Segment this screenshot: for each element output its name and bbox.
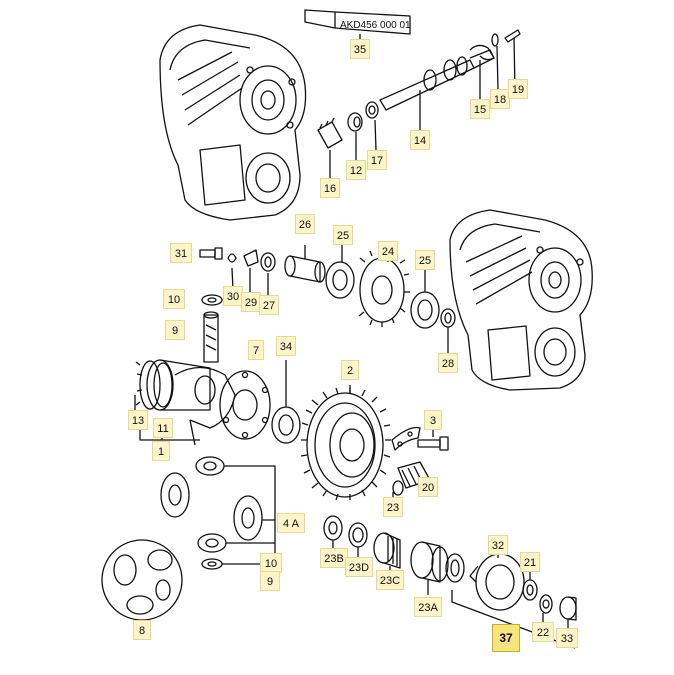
sealant-tube: AKD456 000 01 <box>304 9 411 40</box>
part-label-32[interactable]: 32 <box>488 535 508 555</box>
pin-9a <box>203 311 219 363</box>
bearing-25a <box>325 245 355 299</box>
part-label-35[interactable]: 35 <box>350 39 370 59</box>
transmission-housing-lower <box>449 209 593 391</box>
race-23d <box>348 522 368 558</box>
part-label-9a[interactable]: 9 <box>165 320 185 340</box>
part-label-13[interactable]: 13 <box>128 410 148 430</box>
part-label-22[interactable]: 22 <box>532 622 554 642</box>
flange-32 <box>469 553 525 611</box>
part-label-23b[interactable]: 23B <box>320 548 348 568</box>
part-label-23a[interactable]: 23A <box>414 597 442 617</box>
part-label-29[interactable]: 29 <box>241 292 261 312</box>
part-label-31[interactable]: 31 <box>170 243 192 263</box>
bolt-31 <box>199 247 223 260</box>
bearing-25b <box>410 270 440 329</box>
planet-gears <box>160 456 276 570</box>
washer-10a <box>201 294 223 306</box>
part-label-19[interactable]: 19 <box>508 79 528 99</box>
washer-21 <box>522 570 538 601</box>
part-label-1[interactable]: 1 <box>152 441 170 461</box>
part-label-14[interactable]: 14 <box>410 130 430 150</box>
shaft-26 <box>284 245 326 283</box>
part-label-9b[interactable]: 9 <box>260 571 280 591</box>
part-label-30[interactable]: 30 <box>223 286 243 306</box>
differential-cage <box>101 539 183 625</box>
part-label-8[interactable]: 8 <box>133 620 151 640</box>
differential-housing <box>146 359 271 446</box>
part-label-25b[interactable]: 25 <box>415 250 435 270</box>
clip-15 <box>469 44 495 100</box>
part-label-12[interactable]: 12 <box>346 160 366 180</box>
spring-pin-18 <box>491 33 499 91</box>
shim-28 <box>440 308 456 355</box>
part-label-27[interactable]: 27 <box>259 295 279 315</box>
part-label-23d[interactable]: 23D <box>345 557 373 577</box>
part-label-34[interactable]: 34 <box>276 336 296 356</box>
part-label-23c[interactable]: 23C <box>376 570 404 590</box>
gear-13-11 <box>135 360 173 410</box>
bearing-23c <box>373 532 401 570</box>
tube-label: AKD456 000 01 <box>340 20 411 31</box>
part-label-24[interactable]: 24 <box>378 241 398 261</box>
part-label-25a[interactable]: 25 <box>333 225 353 245</box>
washer-27 <box>260 252 276 295</box>
lock-plate-7 <box>391 426 421 451</box>
part-label-16[interactable]: 16 <box>320 178 340 198</box>
part-label-33[interactable]: 33 <box>556 628 578 648</box>
part-label-7[interactable]: 7 <box>248 340 264 360</box>
bearing-23b <box>323 515 343 550</box>
sleeve-23a <box>410 541 449 595</box>
bolt-3 <box>417 428 449 451</box>
bearing-34 <box>271 360 301 444</box>
crown-wheel <box>300 385 391 501</box>
nut-22 <box>539 594 553 625</box>
part-label-37-highlighted[interactable]: 37 <box>492 624 520 652</box>
seal-ring <box>445 553 465 583</box>
gear-16 <box>317 117 343 180</box>
part-label-17[interactable]: 17 <box>367 150 387 170</box>
transmission-housing-upper <box>159 24 307 221</box>
bush-12 <box>347 112 363 160</box>
part-label-3[interactable]: 3 <box>424 410 442 430</box>
part-label-15[interactable]: 15 <box>470 99 490 119</box>
part-label-20[interactable]: 20 <box>418 477 438 497</box>
clip-29 <box>243 249 259 295</box>
part-label-11[interactable]: 11 <box>153 418 173 438</box>
part-label-10a[interactable]: 10 <box>163 289 185 309</box>
part-label-4a[interactable]: 4 A <box>277 513 305 533</box>
part-label-10b[interactable]: 10 <box>260 553 282 573</box>
spring-30 <box>227 253 237 291</box>
seal-17 <box>365 101 379 151</box>
cap-33 <box>559 596 577 630</box>
part-label-28[interactable]: 28 <box>438 353 458 373</box>
part-label-26[interactable]: 26 <box>295 214 315 234</box>
part-label-23[interactable]: 23 <box>383 497 403 517</box>
washer-10b <box>201 558 260 570</box>
part-label-2[interactable]: 2 <box>341 360 359 380</box>
part-label-21[interactable]: 21 <box>520 552 540 572</box>
part-label-18[interactable]: 18 <box>490 89 510 109</box>
